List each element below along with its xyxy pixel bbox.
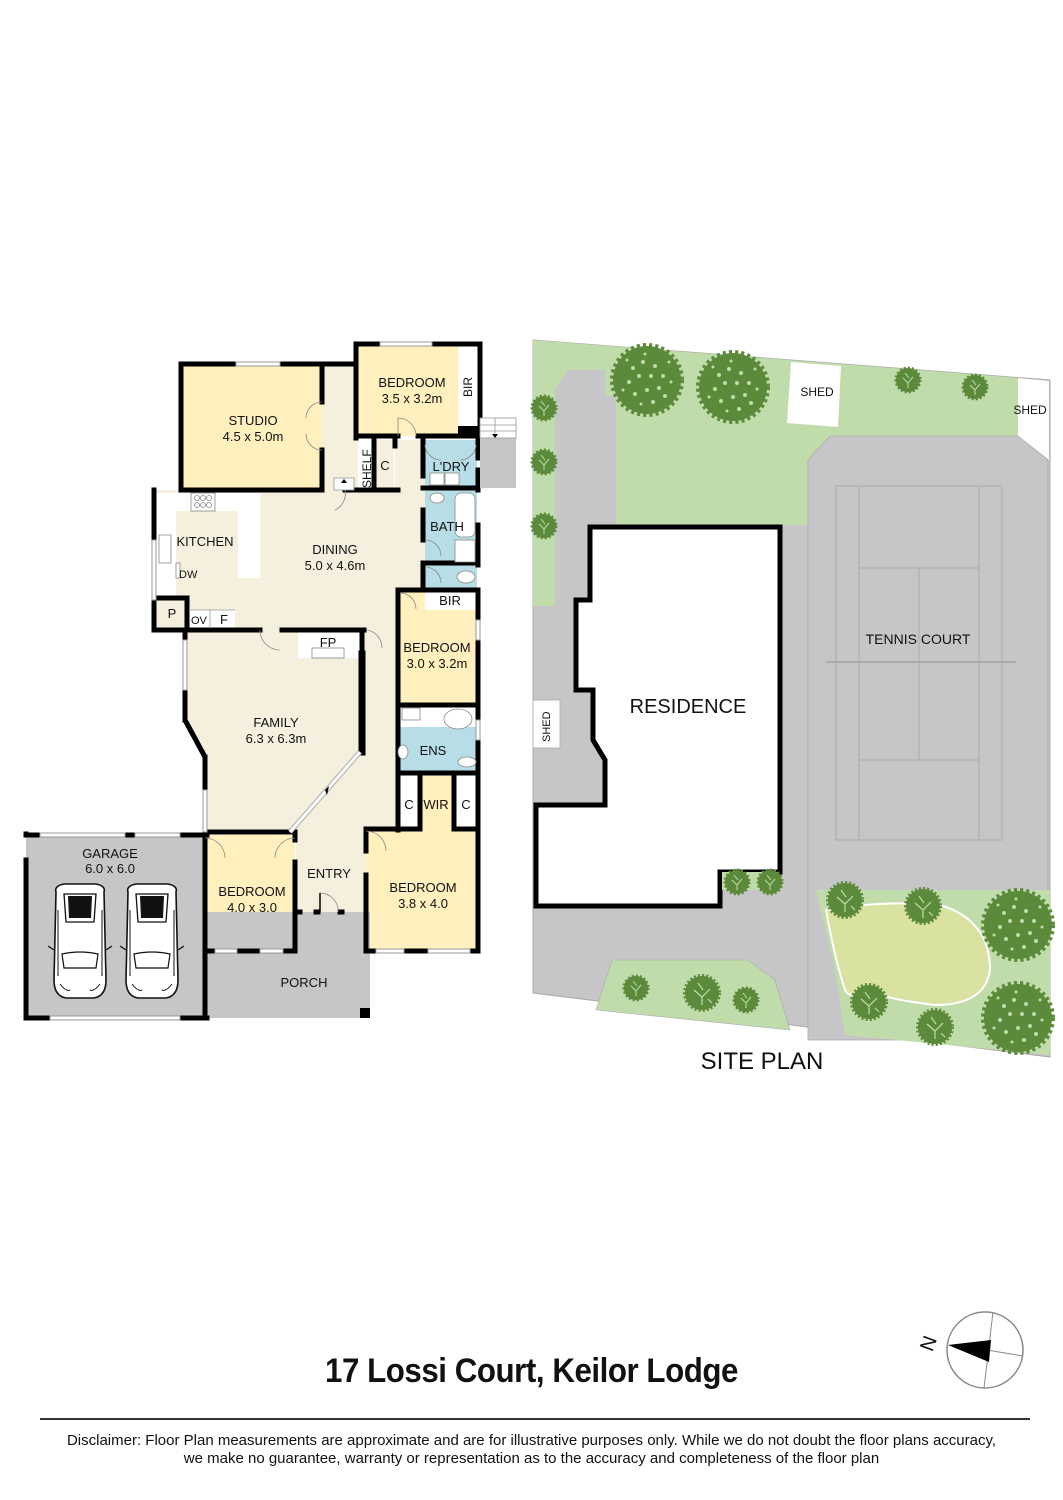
pantry — [156, 598, 187, 628]
kitchen-island — [238, 493, 260, 578]
garage-label: GARAGE — [82, 846, 138, 861]
kitchen-floor — [176, 511, 238, 598]
bedroom-4-room — [366, 829, 477, 951]
fp-label: FP — [320, 635, 337, 650]
dining-dims: 5.0 x 4.6m — [305, 558, 366, 573]
site-plan-title: SITE PLAN — [701, 1048, 824, 1075]
wir-left-c — [398, 775, 420, 827]
closet-c — [376, 440, 394, 490]
hall-strip — [395, 440, 425, 590]
shelf — [358, 440, 374, 490]
studio-label: STUDIO — [228, 413, 277, 428]
bedroom-2-label: BEDROOM — [403, 640, 470, 655]
bedroom-4-label: BEDROOM — [389, 880, 456, 895]
disclaimer: Disclaimer: Floor Plan measurements are … — [0, 1432, 1063, 1468]
door-swings — [204, 401, 477, 913]
shed-top — [787, 362, 841, 427]
residence-label: RESIDENCE — [630, 696, 747, 718]
porch-post — [360, 1008, 370, 1018]
oven-fridge — [189, 610, 235, 628]
floor-plan: STUDIO 4.5 x 5.0m BEDROOM 3.5 x 3.2m DIN… — [23, 341, 517, 1021]
compass: N — [916, 1311, 1024, 1389]
shed-left — [532, 699, 561, 749]
garden-bed — [824, 902, 992, 1007]
fridge-label: F — [220, 612, 228, 627]
shed-left-label: SHED — [541, 711, 553, 742]
wall-block — [458, 426, 480, 438]
bedroom-3-dims: 4.0 x 3.0 — [227, 900, 277, 915]
car-icon — [119, 883, 185, 999]
disclaimer-line-2: we make no guarantee, warranty or repres… — [183, 1450, 880, 1467]
shed-top-label: SHED — [800, 385, 834, 399]
wir — [420, 775, 454, 829]
hallway-top — [322, 366, 358, 490]
family-dims: 6.3 x 6.3m — [246, 731, 307, 746]
bath-label: BATH — [430, 519, 464, 534]
bedroom-1-label: BEDROOM — [378, 375, 445, 390]
disclaimer-line-1: Disclaimer: Floor Plan measurements are … — [66, 1432, 997, 1449]
dw-label: DW — [179, 569, 198, 581]
pantry-label: P — [168, 606, 177, 621]
dining-label: DINING — [312, 542, 358, 557]
c-left-label: C — [404, 797, 413, 812]
property-address-title: 17 Lossi Court, Keilor Lodge — [325, 1352, 738, 1390]
bedroom-2-dims: 3.0 x 3.2m — [407, 656, 468, 671]
studio-room — [181, 366, 322, 490]
bir-mid-label: BIR — [439, 593, 461, 608]
garage-dims: 6.0 x 6.0 — [85, 861, 135, 876]
shed-right — [1018, 378, 1049, 460]
bir-top-label: BIR — [461, 377, 475, 397]
north-arrow-icon — [948, 1340, 991, 1362]
wir-right-c — [454, 775, 477, 827]
entry-label: ENTRY — [307, 866, 351, 881]
bir-top — [458, 346, 478, 426]
tennis-court — [826, 485, 1016, 841]
windows — [39, 341, 481, 1021]
family-label: FAMILY — [253, 715, 299, 730]
bedroom-1-room — [356, 346, 458, 436]
bir-mid — [425, 592, 477, 610]
car-icon — [47, 883, 113, 999]
c-right-label: C — [461, 797, 470, 812]
bedroom-3-label: BEDROOM — [218, 884, 285, 899]
bedroom-1-dims: 3.5 x 3.2m — [382, 391, 443, 406]
porch-area-2 — [296, 912, 368, 952]
kitchen-top-bench — [176, 493, 260, 511]
shed-right-label: SHED — [1013, 403, 1047, 417]
site-plan: RESIDENCE TENNIS COURT SHED SHED SITE PL… — [530, 339, 1052, 1075]
ov-label: OV — [191, 615, 208, 627]
shelf-label: SHELF — [360, 449, 374, 488]
studio-dims: 4.5 x 5.0m — [223, 429, 284, 444]
family-room — [185, 630, 360, 832]
kitchen-label: KITCHEN — [176, 534, 233, 549]
porch-label: PORCH — [281, 975, 328, 990]
footer-divider — [40, 1418, 1030, 1420]
walls — [23, 341, 483, 1021]
tennis-court-label: TENNIS COURT — [866, 631, 971, 647]
north-label: N — [916, 1333, 942, 1354]
laundry-label: L'DRY — [433, 459, 470, 474]
ens-label: ENS — [420, 743, 447, 758]
wir-label: WIR — [423, 797, 448, 812]
c-hall-label: C — [380, 458, 389, 473]
fixtures — [158, 472, 477, 768]
bedroom-4-dims: 3.8 x 4.0 — [398, 896, 448, 911]
